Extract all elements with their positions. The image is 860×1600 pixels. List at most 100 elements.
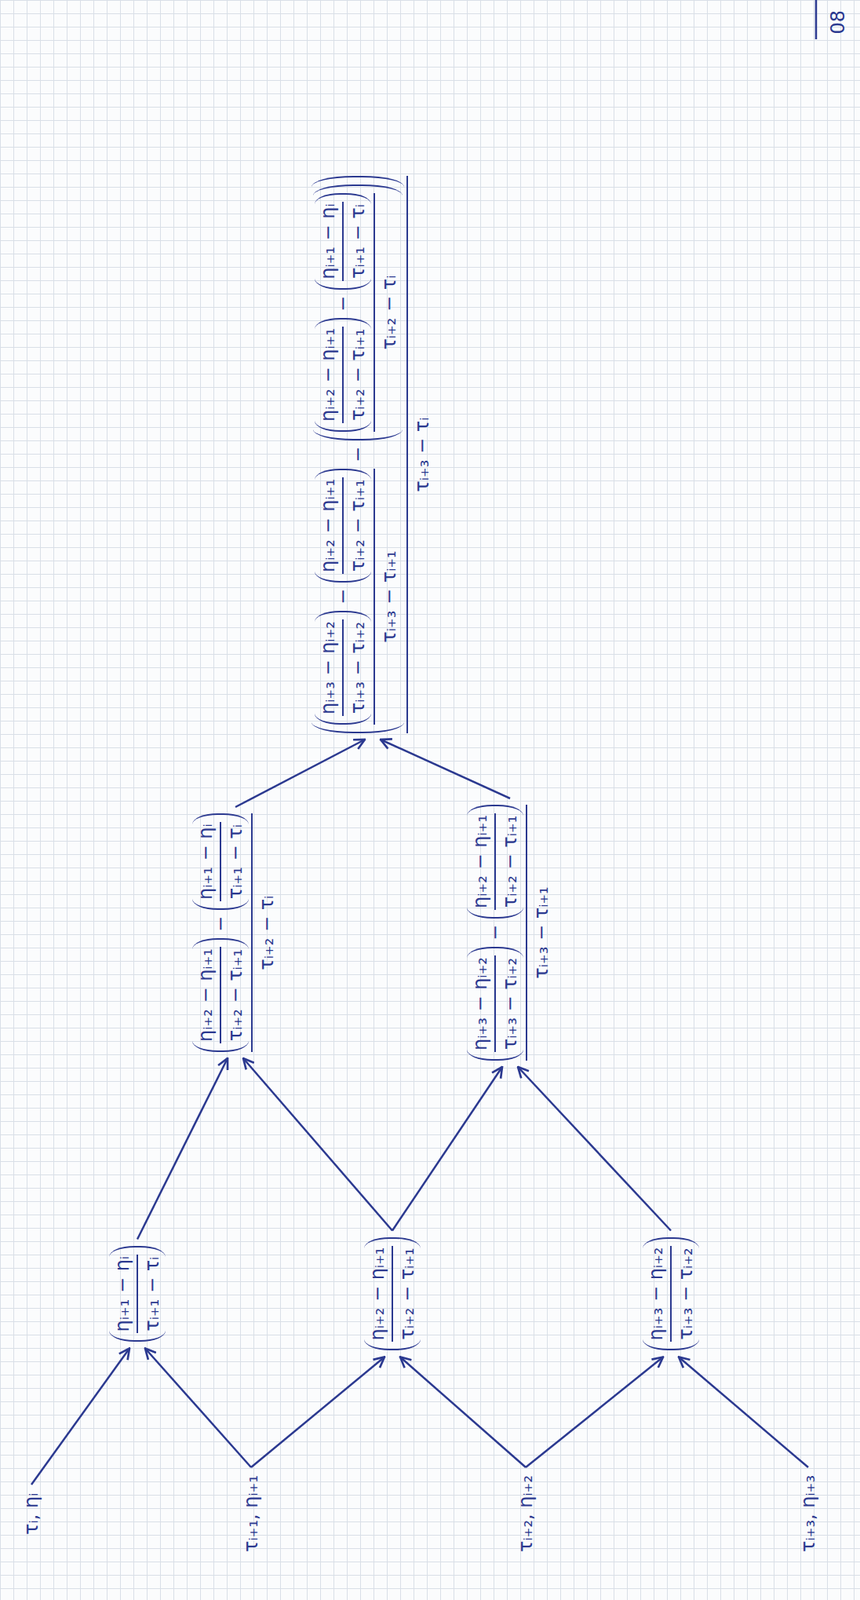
parenthesis: ηᵢ₊₁ − ηᵢτᵢ₊₁ − τᵢ: [192, 812, 249, 910]
arrow-connector: [251, 1356, 385, 1468]
math-text: ηᵢ₊₃ − ηᵢ₊₂: [644, 1245, 668, 1342]
math-text: τᵢ₊₂ − τᵢ₊₁: [346, 327, 370, 423]
fraction: ηᵢ₊₃ − ηᵢ₊₂τᵢ₊₃ − τᵢ₊₂: [316, 619, 370, 716]
fraction: ηᵢ₊₃ − ηᵢ₊₂τᵢ₊₃ − τᵢ₊₂: [468, 954, 522, 1052]
fraction: ηᵢ₊₁ − ηᵢτᵢ₊₁ − τᵢ: [110, 1253, 164, 1334]
difference-entry: ηᵢ₊₃ − ηᵢ₊₂τᵢ₊₃ − τᵢ₊₂: [639, 1233, 703, 1354]
term-row: ηᵢ₊₂ − ηᵢ₊₁τᵢ₊₂ − τᵢ₊₁ − ηᵢ₊₁ − ηᵢτᵢ₊₁ − τ…: [314, 193, 372, 432]
fraction: ηᵢ₊₃ − ηᵢ₊₂τᵢ₊₃ − τᵢ₊₂: [644, 1245, 698, 1342]
fraction: ηᵢ₊₂ − ηᵢ₊₁τᵢ₊₂ − τᵢ₊₁: [316, 477, 370, 574]
term-row: ηᵢ₊₃ − ηᵢ₊₂τᵢ₊₃ − τᵢ₊₂−ηᵢ₊₂ − ηᵢ₊₁τᵢ₊₂ −…: [466, 804, 524, 1061]
math-text: τᵢ₊₁ − τᵢ: [223, 822, 248, 901]
difference-entry: ηᵢ₊₁ − ηᵢτᵢ₊₁ − τᵢ: [105, 1242, 169, 1345]
math-text: τᵢ₊₃ − τᵢ₊₂: [346, 619, 370, 715]
math-text: ηᵢ₊₂ − ηᵢ₊₁: [193, 946, 218, 1043]
math-text: −: [208, 914, 233, 933]
fraction: ηᵢ₊₁ − ηᵢτᵢ₊₁ − τᵢ: [193, 821, 248, 901]
fraction: ηᵢ₊₃ − ηᵢ₊₂τᵢ₊₃ − τᵢ₊₂−ηᵢ₊₂ − ηᵢ₊₁τᵢ₊₂ −…: [466, 804, 554, 1061]
fraction-bar: [136, 1253, 139, 1334]
arrow-connector: [517, 1066, 671, 1231]
math-text: τᵢ₊₁, ηᵢ₊₁: [239, 1472, 263, 1553]
parenthesis: ηᵢ₊₂ − ηᵢ₊₁τᵢ₊₂ − τᵢ₊₁ − ηᵢ₊₁ − ηᵢτᵢ₊₁ − τ…: [313, 184, 403, 441]
fraction-bar: [251, 812, 253, 1052]
math-text: τᵢ₊₂ − τᵢ: [255, 893, 279, 972]
math-text: ηᵢ₊₂ − ηᵢ₊₁: [316, 477, 340, 574]
math-text: ηᵢ₊₁ − ηᵢ: [110, 1253, 135, 1334]
fraction: ηᵢ₊₂ − ηᵢ₊₁τᵢ₊₂ − τᵢ₊₁: [316, 326, 370, 423]
fraction-bar: [494, 812, 496, 910]
fraction-bar: [342, 477, 344, 574]
term-row: ηᵢ₊₂ − ηᵢ₊₁τᵢ₊₂ − τᵢ₊₁ − ηᵢ₊₁ − ηᵢτᵢ₊₁ − τ…: [192, 812, 249, 1052]
difference-entry: τᵢ, ηᵢ: [16, 1487, 47, 1540]
fraction-bar: [525, 804, 528, 1061]
math-text: τᵢ₊₁ − τᵢ: [346, 202, 370, 281]
arrow-connector: [400, 1356, 526, 1468]
fraction: ηᵢ₊₂ − ηᵢ₊₁τᵢ₊₂ − τᵢ₊₁: [193, 946, 248, 1043]
math-text: ηᵢ₊₁ − ηᵢ: [316, 201, 340, 281]
arrow-connector: [31, 1348, 130, 1485]
term-row: ηᵢ₊₃ − ηᵢ₊₂τᵢ₊₃ − τᵢ₊₂ − ηᵢ₊₂ − ηᵢ₊₁τᵢ₊₂ −…: [314, 468, 372, 725]
math-text: τᵢ₊₃, ηᵢ₊₃: [796, 1472, 820, 1553]
arrow-connector: [235, 739, 365, 807]
math-text: τᵢ₊₃ − τᵢ₊₂: [674, 1245, 698, 1341]
math-text: τᵢ₊₂ − τᵢ₊₁: [498, 813, 522, 909]
math-text: ηᵢ₊₃ − ηᵢ₊₂: [468, 954, 492, 1052]
arrow-connector: [380, 739, 511, 799]
parenthesis: ηᵢ₊₃ − ηᵢ₊₂τᵢ₊₃ − τᵢ₊₂: [466, 946, 524, 1061]
math-text: ηᵢ₊₂ − ηᵢ₊₁: [468, 812, 492, 910]
difference-entry: ηᵢ₊₂ − ηᵢ₊₁τᵢ₊₂ − τᵢ₊₁ − ηᵢ₊₁ − ηᵢτᵢ₊₁ − τ…: [189, 809, 282, 1055]
fraction-bar: [494, 954, 496, 1052]
fraction-bar: [219, 946, 222, 1043]
math-text: τᵢ₊₂ − τᵢ₊₁: [346, 477, 370, 573]
math-text: −: [331, 586, 355, 606]
parenthesis: ηᵢ₊₁ − ηᵢτᵢ₊₁ − τᵢ: [314, 193, 372, 290]
difference-entry: τᵢ₊₁, ηᵢ₊₁: [236, 1469, 267, 1557]
math-text: ηᵢ₊₃ − ηᵢ₊₂: [316, 619, 340, 716]
arrow-connector: [392, 1066, 503, 1231]
arrow-connector: [243, 1057, 393, 1231]
math-text: τᵢ₊₁ − τᵢ: [140, 1254, 164, 1333]
fraction-bar: [219, 821, 222, 901]
math-text: τᵢ, ηᵢ: [19, 1490, 44, 1537]
fraction-bar: [342, 619, 344, 716]
page-number: 08: [826, 8, 850, 37]
math-text: τᵢ₊₃ − τᵢ₊₂: [498, 955, 522, 1051]
parenthesis: ηᵢ₊₂ − ηᵢ₊₁τᵢ₊₂ − τᵢ₊₁: [192, 937, 249, 1052]
fraction: ηᵢ₊₃ − ηᵢ₊₂τᵢ₊₃ − τᵢ₊₂−ηᵢ₊₂ − ηᵢ₊₁τᵢ₊₂ −…: [311, 175, 434, 733]
parenthesis: ηᵢ₊₃ − ηᵢ₊₂τᵢ₊₃ − τᵢ₊₂: [642, 1236, 700, 1351]
math-text: τᵢ₊₂, ηᵢ₊₂: [513, 1472, 538, 1553]
fraction: ηᵢ₊₂ − ηᵢ₊₁τᵢ₊₂ − τᵢ₊₁: [365, 1245, 420, 1342]
margin-line: [815, 0, 818, 40]
math-text: τᵢ₊₂ − τᵢ: [377, 273, 401, 351]
fraction: ηᵢ₊₁ − ηᵢτᵢ₊₁ − τᵢ: [316, 201, 370, 281]
difference-entry: ηᵢ₊₃ − ηᵢ₊₂τᵢ₊₃ − τᵢ₊₂−ηᵢ₊₂ − ηᵢ₊₁τᵢ₊₂ −…: [308, 172, 438, 737]
fraction-bar: [373, 193, 376, 432]
math-text: ηᵢ₊₂ − ηᵢ₊₁: [365, 1245, 390, 1342]
parenthesis: ηᵢ₊₃ − ηᵢ₊₂τᵢ₊₃ − τᵢ₊₂: [314, 610, 372, 725]
term-row: ηᵢ₊₃ − ηᵢ₊₂τᵢ₊₃ − τᵢ₊₂−ηᵢ₊₂ − ηᵢ₊₁τᵢ₊₂ −…: [313, 184, 403, 725]
parenthesis: ηᵢ₊₃ − ηᵢ₊₂τᵢ₊₃ − τᵢ₊₂−ηᵢ₊₂ − ηᵢ₊₁τᵢ₊₂ −…: [311, 175, 405, 733]
math-text: τᵢ₊₂ − τᵢ₊₁: [223, 947, 248, 1043]
fraction: ηᵢ₊₂ − ηᵢ₊₁τᵢ₊₂ − τᵢ₊₁ − ηᵢ₊₁ − ηᵢτᵢ₊₁ − τ…: [192, 812, 279, 1052]
fraction-bar: [373, 468, 376, 725]
math-text: τᵢ₊₃ − τᵢ: [410, 415, 434, 494]
fraction-bar: [670, 1245, 672, 1342]
math-text: ηᵢ₊₁ − ηᵢ: [193, 821, 218, 901]
math-text: ηᵢ₊₂ − ηᵢ₊₁: [316, 326, 340, 423]
fraction-bar: [406, 175, 409, 733]
arrow-connector: [145, 1348, 252, 1468]
arrow-connector: [525, 1356, 664, 1468]
difference-entry: τᵢ₊₃, ηᵢ₊₃: [793, 1469, 824, 1557]
parenthesis: ηᵢ₊₂ − ηᵢ₊₁τᵢ₊₂ − τᵢ₊₁: [314, 317, 372, 432]
parenthesis: ηᵢ₊₂ − ηᵢ₊₁τᵢ₊₂ − τᵢ₊₁: [466, 804, 524, 919]
math-text: −: [331, 294, 355, 314]
arrow-connector: [137, 1057, 228, 1239]
math-text: −: [346, 444, 370, 464]
arrow-connector: [678, 1356, 809, 1468]
fraction: ηᵢ₊₂ − ηᵢ₊₁τᵢ₊₂ − τᵢ₊₁ − ηᵢ₊₁ − ηᵢτᵢ₊₁ − τ…: [314, 193, 401, 432]
fraction: ηᵢ₊₂ − ηᵢ₊₁τᵢ₊₂ − τᵢ₊₁: [468, 812, 522, 910]
fraction-bar: [342, 326, 344, 423]
difference-entry: ηᵢ₊₂ − ηᵢ₊₁τᵢ₊₂ − τᵢ₊₁: [360, 1233, 424, 1354]
